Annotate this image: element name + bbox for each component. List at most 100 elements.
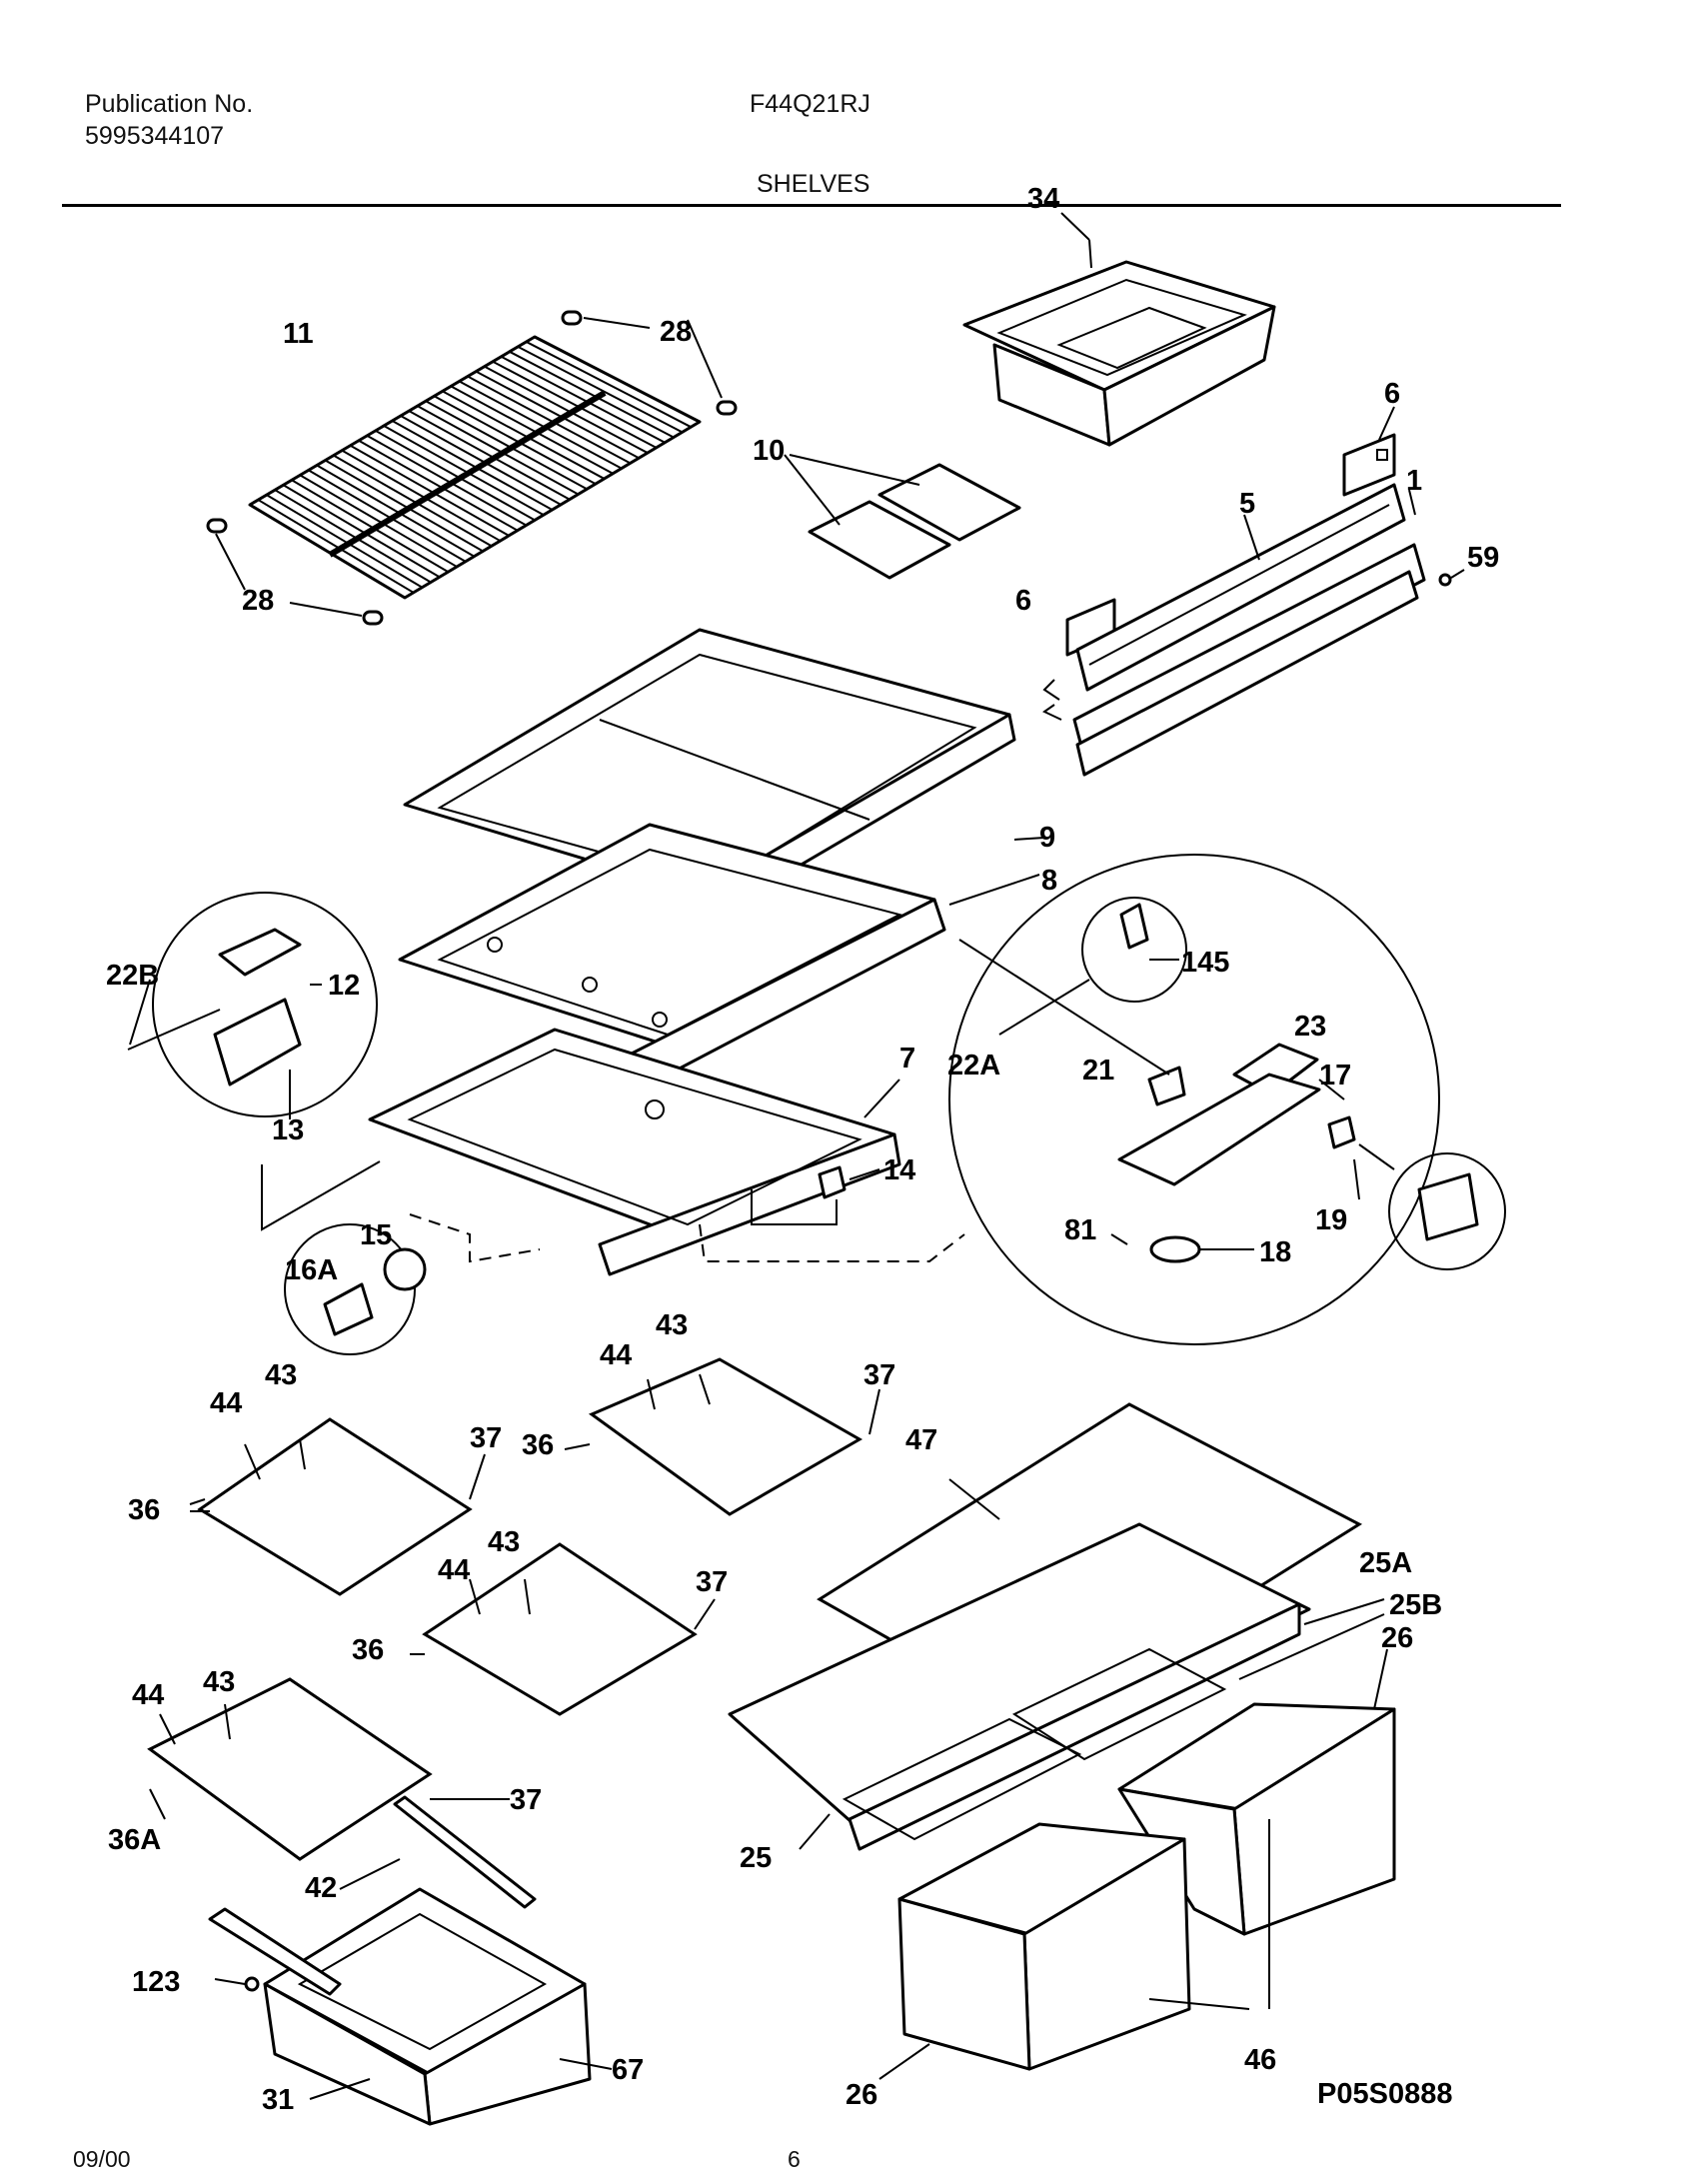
ice-bin-part-34 (962, 212, 1276, 447)
shelf-rod (475, 370, 640, 460)
callout-25a: 25A (1359, 1547, 1412, 1579)
callout-46: 46 (1244, 2044, 1276, 2076)
shelf-end-caps-part-28 (206, 310, 738, 626)
inset-detail-control-housing (948, 854, 1506, 1345)
shelf-rod (484, 365, 649, 454)
crisper-drawer-right-part-26 (1117, 1702, 1396, 1936)
callout-8: 8 (1041, 865, 1057, 897)
tray-part-8 (398, 823, 1040, 1096)
callout-28-bottom: 28 (242, 585, 274, 617)
callout-43-d: 43 (203, 1666, 235, 1698)
shelf-rod (517, 345, 684, 434)
shelf-rod (417, 405, 580, 496)
shelf-rod (299, 474, 458, 568)
shelf-rod (257, 499, 415, 594)
shelf-rod (350, 444, 510, 537)
header-divider (62, 204, 1561, 207)
callout-123: 123 (132, 1966, 180, 1998)
callout-67: 67 (612, 2054, 644, 2086)
callout-21: 21 (1082, 1055, 1114, 1087)
callout-44-c: 44 (438, 1554, 470, 1586)
callout-5: 5 (1239, 488, 1255, 520)
shelf-rod (459, 380, 623, 470)
shelf-rod (467, 375, 632, 465)
callout-36-c: 36 (352, 1634, 384, 1666)
shelf-rod (375, 430, 536, 522)
callout-10: 10 (753, 435, 785, 467)
shelf-rod (383, 425, 545, 517)
callout-22b: 22B (106, 960, 159, 992)
shelf-rod (341, 449, 501, 542)
callout-37-b: 37 (863, 1359, 895, 1391)
callout-43-b: 43 (656, 1309, 688, 1341)
callout-16a: 16A (285, 1254, 338, 1286)
shelf-rod (283, 484, 441, 579)
shelf-rod (274, 489, 432, 584)
callout-9: 9 (1039, 822, 1055, 854)
ice-trays-part-10 (784, 454, 1021, 580)
callout-6-top: 6 (1384, 378, 1400, 410)
shelf-rod (291, 479, 449, 573)
glass-shelf-upper-left (189, 1417, 473, 1596)
callout-42: 42 (305, 1872, 337, 1904)
model-number: F44Q21RJ (750, 90, 870, 118)
shelf-rod (442, 390, 606, 480)
shelf-rod (316, 464, 475, 558)
callout-1: 1 (1406, 465, 1422, 497)
callout-31: 31 (262, 2084, 294, 2116)
callout-37-a: 37 (470, 1422, 502, 1454)
glass-shelf-lower-left (147, 1677, 433, 1861)
glass-shelf-middle (422, 1542, 698, 1716)
callout-12: 12 (328, 970, 360, 1002)
pan-cover-part-42 (208, 1795, 537, 1996)
callout-28-top: 28 (660, 316, 692, 348)
publication-number: 5995344107 (85, 122, 225, 150)
meat-pan-part-31 (263, 1887, 592, 2126)
shelf-rod (308, 469, 467, 563)
shelf-rod (366, 434, 527, 527)
callout-13: 13 (272, 1114, 304, 1146)
callout-37-c: 37 (696, 1566, 728, 1598)
shelf-rod (408, 410, 571, 501)
wire-shelf-part-11 (248, 335, 702, 600)
leader-lines (149, 1373, 1388, 2100)
callout-25b: 25B (1389, 1589, 1442, 1621)
footer-page-number: 6 (788, 2146, 801, 2172)
shelf-rod (266, 494, 423, 589)
callout-47: 47 (905, 1424, 937, 1456)
callout-23: 23 (1294, 1011, 1326, 1043)
callout-36-a: 36 (128, 1494, 160, 1526)
section-title: SHELVES (757, 170, 870, 198)
diagram-code: P05S0888 (1317, 2078, 1452, 2110)
callout-44-a: 44 (210, 1387, 242, 1419)
callout-26-right: 26 (1381, 1622, 1413, 1654)
shelf-rod (501, 355, 666, 444)
callout-43-c: 43 (488, 1526, 520, 1558)
crisper-frame-part-25 (728, 1522, 1311, 1851)
callout-44-b: 44 (600, 1339, 632, 1371)
callout-17: 17 (1319, 1060, 1351, 1092)
shelf-rod (425, 400, 588, 491)
callout-37-d: 37 (510, 1784, 542, 1816)
shelf-rod (526, 341, 692, 429)
shelf-rod (324, 459, 484, 553)
callout-22a: 22A (947, 1050, 1000, 1082)
publication-label: Publication No. (85, 90, 254, 118)
shelf-rod (358, 439, 519, 532)
lamp-inset-15-16a (284, 1223, 427, 1355)
callout-145: 145 (1181, 947, 1229, 979)
callout-25: 25 (740, 1842, 772, 1874)
shelf-rod (400, 415, 562, 506)
callout-34: 34 (1027, 183, 1059, 215)
callout-11: 11 (283, 318, 314, 350)
footer-date: 09/00 (73, 2146, 131, 2172)
dashed-connector-lamp (409, 1213, 541, 1263)
switch-part-14 (751, 1165, 880, 1225)
callout-15: 15 (360, 1219, 392, 1251)
callout-59: 59 (1467, 542, 1499, 574)
shelf-rod (433, 395, 597, 485)
callout-44-d: 44 (132, 1679, 164, 1711)
dashed-connector (699, 1223, 965, 1262)
